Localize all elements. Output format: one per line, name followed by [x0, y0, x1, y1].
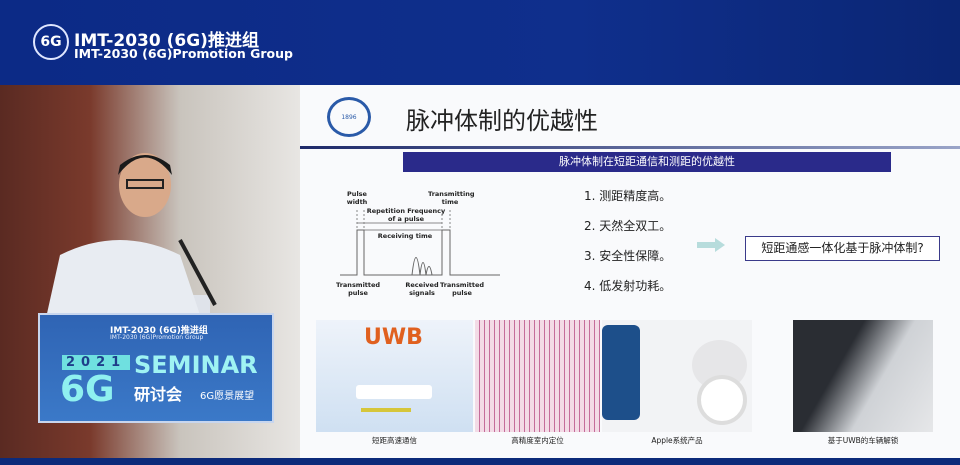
title-divider: [300, 146, 960, 149]
label-transmitting-time: Transmitting time: [428, 190, 475, 206]
question-box: 短距通感一体化基于脉冲体制?: [745, 236, 940, 261]
podium-seminar-cn: 研讨会: [134, 385, 183, 404]
image-caption: 基于UWB的车辆解锁: [827, 436, 899, 445]
slide-subtitle-bar: 脉冲体制在短距通信和测距的优越性: [403, 152, 891, 172]
pulse-timing-diagram: Pulse width Transmitting time Repetition…: [336, 190, 500, 300]
list-item: 1. 测距精度高。: [584, 189, 672, 203]
banner-title-cn: IMT-2030 (6G)推进组: [74, 31, 259, 51]
label-tx-pulse-2: Transmitted pulse: [440, 281, 485, 297]
list-item: 4. 低发射功耗。: [584, 279, 672, 293]
list-item: 3. 安全性保障。: [584, 249, 672, 263]
banner-title-en: IMT-2030 (6G)Promotion Group: [74, 46, 293, 61]
podium-seminar: SEMINAR: [134, 351, 258, 379]
label-repetition: Repetition Frequency of a pulse: [366, 207, 446, 223]
label-tx-pulse-1: Transmitted pulse: [336, 281, 381, 297]
cable-icon: [361, 408, 411, 412]
podium-6g: 6G: [60, 369, 115, 410]
podium-vision: 6G愿景展望: [200, 391, 255, 402]
seminar-podium-sign: IMT-2030 (6G)推进组 IMT-2030 (6G)Promotion …: [38, 313, 274, 423]
slide-title: 脉冲体制的优越性: [406, 107, 598, 135]
uwb-label: UWB: [364, 325, 423, 350]
indoor-map-image: [475, 320, 600, 432]
presentation-slide: 1896 脉冲体制的优越性 脉冲体制在短距通信和测距的优越性 Pulse wid…: [300, 85, 960, 458]
label-pulse-width: Pulse width: [346, 190, 368, 206]
uwb-router-image: UWB: [316, 320, 473, 432]
arrow-right-icon: [697, 238, 725, 252]
podium-org-en: IMT-2030 (6G)Promotion Group: [110, 334, 204, 341]
speaker-video: IMT-2030 (6G)推进组 IMT-2030 (6G)Promotion …: [0, 85, 300, 458]
podium-year: 2021: [62, 355, 131, 370]
university-seal-icon: 1896: [327, 97, 371, 137]
car-unlock-image: [793, 320, 933, 432]
event-banner: 6G IMT-2030 (6G)推进组 IMT-2030 (6G)Promoti…: [0, 0, 960, 85]
label-receiving-time: Receiving time: [377, 232, 433, 240]
image-caption: Apple系统产品: [651, 436, 703, 445]
image-caption: 高精度室内定位: [511, 436, 564, 445]
label-received: Received signals: [405, 281, 439, 297]
podium-org-cn: IMT-2030 (6G)推进组: [110, 326, 208, 336]
apple-products-image: [602, 320, 752, 432]
list-item: 2. 天然全双工。: [584, 219, 672, 233]
advantage-list: 1. 测距精度高。 2. 天然全双工。 3. 安全性保障。 4. 低发射功耗。: [584, 187, 671, 307]
router-icon: [356, 385, 432, 399]
pulse-waveform: [340, 210, 500, 276]
6g-logo-icon: 6G: [33, 24, 69, 60]
bottom-strip: [0, 458, 960, 465]
image-caption: 短距高速通信: [372, 436, 417, 445]
